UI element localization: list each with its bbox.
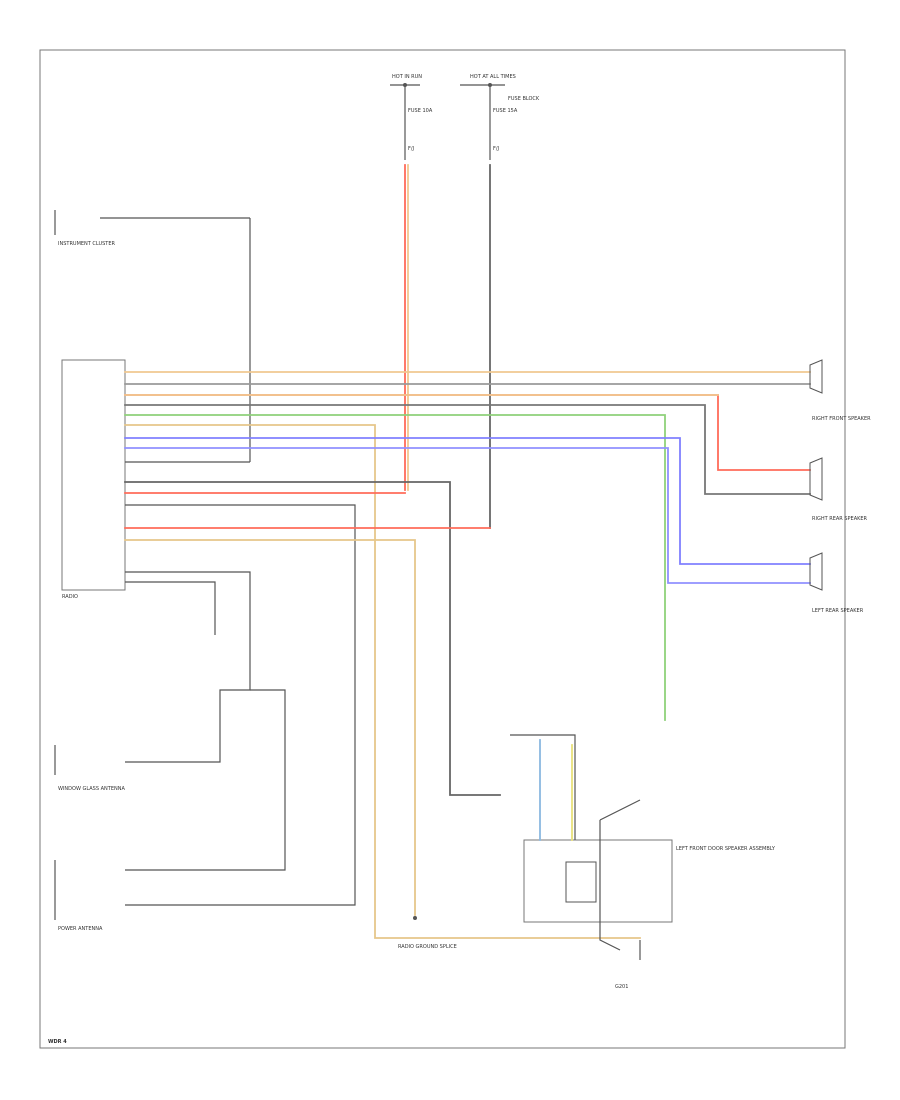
speaker-lr-label: LEFT REAR SPEAKER (812, 608, 864, 614)
splice-label: RADIO GROUND SPLICE (398, 944, 457, 950)
antenna-2: POWER ANTENNA (54, 860, 103, 932)
instrument-cluster: INSTRUMENT CLUSTER (54, 210, 251, 462)
radio-module: RADIO (61, 359, 126, 600)
harness (124, 371, 811, 939)
ground: G201 (615, 940, 641, 990)
fuse-left-sub: FUSE 10A (408, 108, 433, 114)
speaker-rr: RIGHT REAR SPEAKER (809, 457, 868, 522)
diagram-border (39, 49, 846, 1049)
fuse-right-block: FUSE BLOCK (508, 96, 540, 102)
door-speaker-assembly: LEFT FRONT DOOR SPEAKER ASSEMBLY (510, 734, 776, 951)
radio-label: RADIO (62, 594, 78, 600)
antenna-2-label: POWER ANTENNA (58, 926, 103, 932)
fuse-right-top: HOT AT ALL TIMES (470, 74, 516, 80)
amp-label: LEFT FRONT DOOR SPEAKER ASSEMBLY (676, 846, 776, 852)
splice: RADIO GROUND SPLICE (398, 916, 457, 950)
ground-label: G201 (615, 984, 628, 990)
fuse-left-pin: F/J (408, 146, 414, 152)
speaker-rf-label: RIGHT FRONT SPEAKER (812, 416, 871, 422)
fuse-right-sub: FUSE 15A (493, 108, 518, 114)
antenna-1-label: WINDOW GLASS ANTENNA (58, 786, 125, 792)
cluster-label: INSTRUMENT CLUSTER (58, 241, 116, 247)
fuse-left: HOT IN RUN FUSE 10A F/J (390, 74, 433, 160)
fuse-left-top: HOT IN RUN (392, 74, 422, 80)
fuse-right-pin: F/J (493, 146, 499, 152)
speaker-rr-label: RIGHT REAR SPEAKER (812, 516, 868, 522)
antenna-1: WINDOW GLASS ANTENNA (54, 745, 125, 792)
speaker-lr: LEFT REAR SPEAKER (809, 552, 864, 614)
page-code: WDR 4 (48, 1039, 67, 1045)
speaker-rf: RIGHT FRONT SPEAKER (809, 359, 871, 422)
fuse-right: HOT AT ALL TIMES FUSE 15A F/J FUSE BLOCK (460, 74, 540, 160)
